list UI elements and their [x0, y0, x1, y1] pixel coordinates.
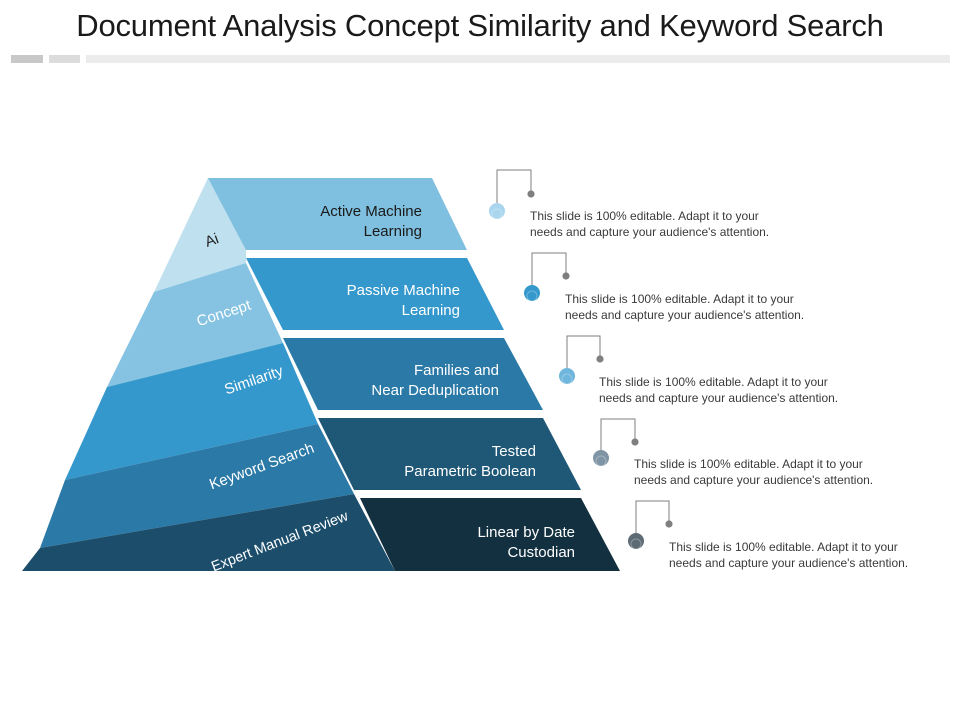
note-text-1: This slide is 100% editable. Adapt it to… — [530, 208, 830, 240]
pyramid-left-layer-4 — [40, 424, 354, 548]
connector-marker-inner-4 — [595, 455, 607, 467]
pyramid-right-label-4-line1: Tested — [492, 443, 536, 460]
pyramid-left-layer-5 — [22, 494, 395, 571]
pyramid-right-label-5-line2: Custodian — [507, 544, 575, 561]
pyramid-left-layer-1 — [154, 178, 246, 292]
connector-end-dot-5 — [665, 520, 673, 528]
page-title: Document Analysis Concept Similarity and… — [76, 8, 884, 43]
pyramid-left-layer-3 — [65, 343, 318, 480]
connector-marker-inner-3 — [561, 373, 573, 385]
connector-marker-inner-5 — [630, 538, 642, 550]
note-text-3-line1: This slide is 100% editable. Adapt it to… — [599, 375, 828, 389]
pyramid-right-layer-4 — [318, 418, 581, 490]
pyramid-right-label-2-line2: Learning — [402, 302, 460, 319]
connector-line-5 — [635, 500, 670, 533]
pyramid-right-label-1-line1: Active Machine — [320, 203, 422, 220]
connector-line-1 — [496, 169, 532, 203]
pyramid-right-layer-5 — [360, 498, 620, 571]
pyramid-right-layer-1 — [208, 178, 467, 250]
note-text-3: This slide is 100% editable. Adapt it to… — [599, 374, 899, 406]
pyramid-right-layer-2 — [246, 258, 504, 330]
note-text-4: This slide is 100% editable. Adapt it to… — [634, 456, 934, 488]
connector-line-3 — [566, 335, 601, 368]
note-text-2-line2: needs and capture your audience's attent… — [565, 308, 805, 322]
pyramid-left-label-1: Ai — [203, 230, 221, 251]
pyramid-right-label-2-line1: Passive Machine — [347, 282, 460, 299]
connector-end-dot-3 — [596, 355, 604, 363]
title-bar-segment-1 — [11, 55, 43, 63]
connector-marker-inner-2 — [526, 290, 538, 302]
pyramid-left-layer-2 — [107, 263, 283, 387]
note-text-5: This slide is 100% editable. Adapt it to… — [669, 539, 960, 571]
note-text-2-line1: This slide is 100% editable. Adapt it to… — [565, 292, 794, 306]
title-bar-segment-2 — [49, 55, 80, 63]
connector-line-4 — [600, 418, 636, 450]
pyramid-right-label-5-line1: Linear by Date — [477, 524, 575, 541]
note-text-5-line2: needs and capture your audience's attent… — [669, 556, 909, 570]
note-text-1-line2: needs and capture your audience's attent… — [530, 225, 770, 239]
note-text-5-line1: This slide is 100% editable. Adapt it to… — [669, 540, 898, 554]
pyramid-right-layer-3 — [283, 338, 543, 410]
note-text-2: This slide is 100% editable. Adapt it to… — [565, 291, 865, 323]
connector-end-dot-2 — [562, 272, 570, 280]
connector-end-dot-4 — [631, 438, 639, 446]
title-bar-segment-3 — [86, 55, 950, 63]
connector-line-2 — [531, 252, 567, 285]
connector-marker-inner-1 — [491, 208, 503, 220]
pyramid-right-label-3-line1: Families and — [414, 362, 499, 379]
connector-end-dot-1 — [527, 190, 535, 198]
note-text-4-line2: needs and capture your audience's attent… — [634, 473, 874, 487]
pyramid-right-label-3-line2: Near Deduplication — [371, 382, 499, 399]
note-text-3-line2: needs and capture your audience's attent… — [599, 391, 839, 405]
pyramid-right-label-1-line2: Learning — [364, 223, 422, 240]
note-text-4-line1: This slide is 100% editable. Adapt it to… — [634, 457, 863, 471]
pyramid-right-label-4-line2: Parametric Boolean — [404, 463, 536, 480]
note-text-1-line1: This slide is 100% editable. Adapt it to… — [530, 209, 759, 223]
